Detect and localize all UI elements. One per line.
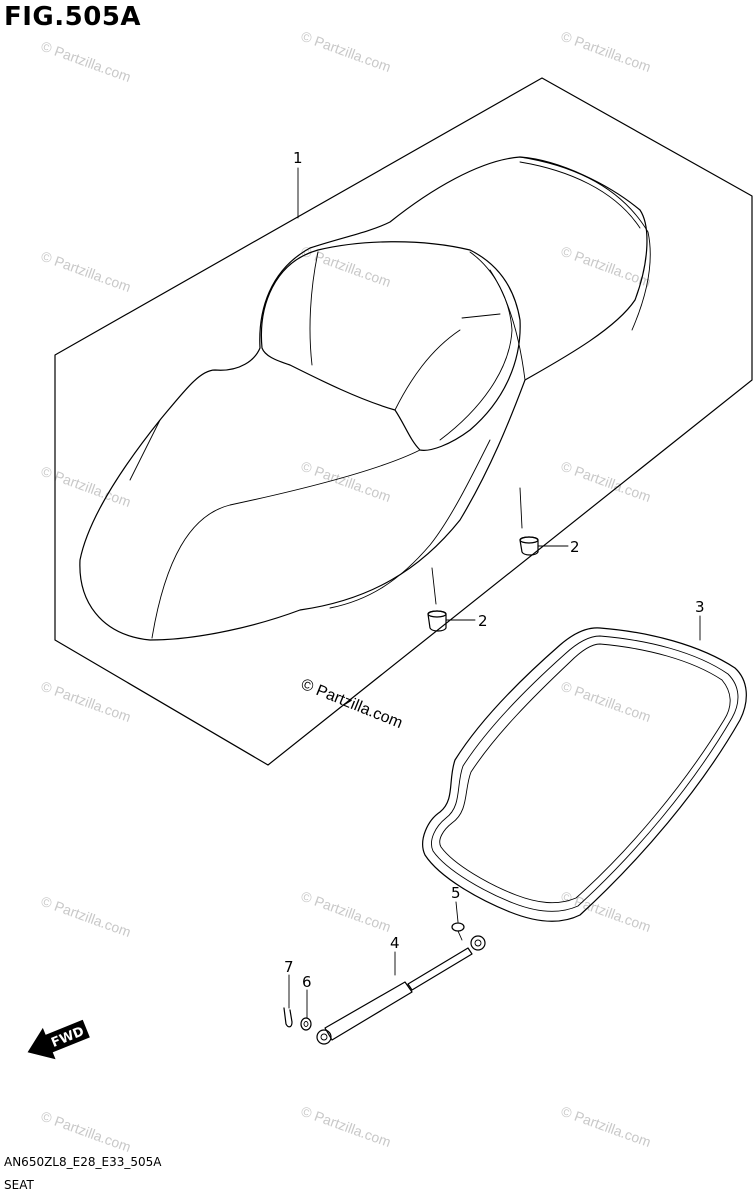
callout-washer: 6: [302, 973, 312, 991]
figure-name: SEAT: [4, 1178, 34, 1192]
watermark-text: © Partzilla.com: [299, 888, 393, 935]
washer-icon: [300, 1017, 312, 1031]
callout-cushion: 2: [570, 538, 580, 556]
watermark-text: © Partzilla.com: [559, 243, 653, 290]
watermark-text: © Partzilla.com: [39, 38, 133, 85]
watermark-text: © Partzilla.com: [39, 1108, 133, 1155]
clip-icon: [283, 1007, 293, 1028]
watermark-text: © Partzilla.com: [299, 28, 393, 75]
watermark-text: © Partzilla.com: [299, 1103, 393, 1150]
forward-arrow-icon: FWD: [27, 1019, 90, 1060]
cushion-icon: [427, 610, 447, 632]
watermark-text: © Partzilla.com: [559, 1103, 653, 1150]
callout-seal: 3: [695, 598, 705, 616]
callout-clip: 7: [284, 958, 294, 976]
callout-bolt: 5: [451, 884, 461, 902]
watermark-layer: © Partzilla.com © Partzilla.com © Partzi…: [39, 28, 653, 1155]
watermark-text: © Partzilla.com: [39, 893, 133, 940]
seal-drawing: [422, 627, 747, 922]
leader-line: [455, 901, 459, 923]
callout-damper: 4: [390, 934, 400, 952]
callout-seat: 1: [293, 149, 303, 167]
assembly-outline: [54, 77, 753, 766]
figure-title: FIG.505A: [4, 2, 142, 32]
watermark-text: © Partzilla.com: [299, 458, 393, 505]
watermark-text: © Partzilla.com: [39, 463, 133, 510]
figure-code: AN650ZL8_E28_E33_505A: [4, 1155, 162, 1169]
watermark-main: © Partzilla.com: [299, 676, 405, 732]
leader-line: [431, 567, 437, 605]
damper-drawing: [316, 935, 486, 1045]
watermark-text: © Partzilla.com: [39, 248, 133, 295]
bolt-icon: [451, 922, 465, 941]
watermark-text: © Partzilla.com: [559, 888, 653, 935]
cushion-icon: [519, 536, 539, 556]
watermark-text: © Partzilla.com: [559, 458, 653, 505]
watermark-text: © Partzilla.com: [39, 678, 133, 725]
callout-cushion: 2: [478, 612, 488, 630]
leader-line: [519, 487, 523, 529]
watermark-text: © Partzilla.com: [559, 28, 653, 75]
seat-drawing: [79, 156, 651, 641]
watermark-text: © Partzilla.com: [559, 678, 653, 725]
